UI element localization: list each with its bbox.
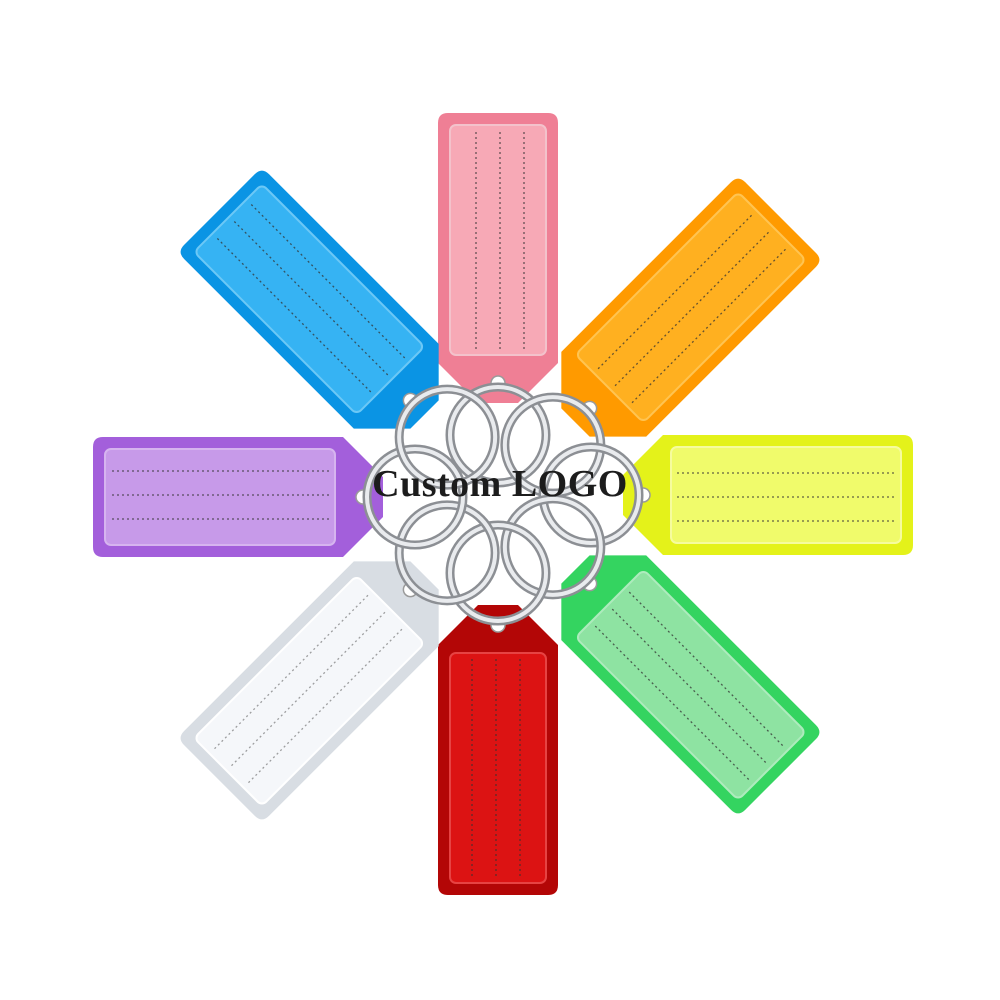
keytag-red (438, 520, 558, 895)
split-ring-highlight (448, 523, 548, 623)
keytag-writing-line (233, 220, 389, 376)
split-ring-highlight (541, 445, 641, 545)
split-ring-highlight (397, 502, 498, 603)
split-ring-highlight (365, 447, 465, 547)
keytag-label-panel (104, 448, 336, 546)
logo-text: Custom LOGO (372, 463, 628, 505)
keytag-label-panel (195, 185, 424, 414)
split-ring-highlight (397, 387, 498, 488)
keytag-writing-line (628, 591, 784, 747)
keytag-label-panel (449, 124, 547, 356)
keytag-writing-line (216, 237, 372, 393)
keytag-writing-line (597, 214, 753, 370)
keytag-blue (180, 170, 500, 490)
keytag-pink (438, 113, 558, 488)
split-ring-highlight (448, 385, 548, 485)
keytag-white (180, 500, 500, 820)
keytag-purple (93, 437, 468, 557)
keytag-writing-line (614, 231, 770, 387)
keytag-yellow (538, 435, 913, 555)
keytag-writing-line (631, 248, 787, 404)
keytag-label-panel (576, 193, 805, 422)
keytag-label-panel (576, 570, 805, 799)
keytag-writing-line (250, 203, 406, 359)
keytag-writing-line (611, 608, 767, 764)
keytag-writing-line (230, 611, 386, 767)
keytag-writing-line (247, 628, 403, 784)
split-ring-highlight (502, 496, 603, 597)
keytag-writing-line (213, 594, 369, 750)
keytag-label-panel (449, 652, 547, 884)
split-ring-highlight (502, 395, 603, 496)
keytag-label-panel (195, 576, 424, 805)
keytag-orange (500, 178, 820, 498)
keytag-green (500, 494, 820, 814)
keytag-label-panel (670, 446, 902, 544)
keytag-writing-line (594, 625, 750, 781)
